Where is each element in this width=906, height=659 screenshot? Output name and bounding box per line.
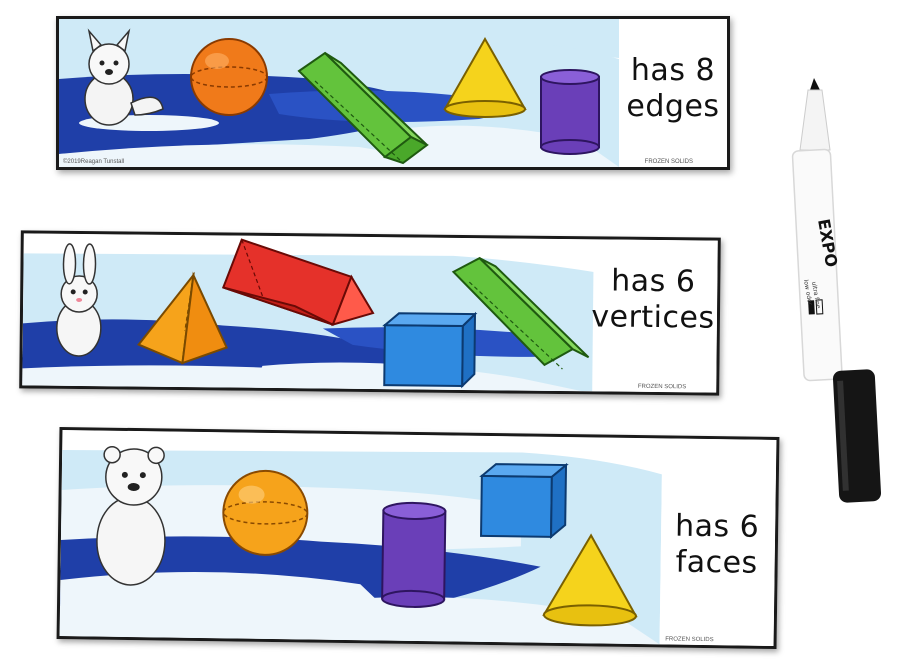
card-1-line2: edges (626, 89, 720, 124)
card-3-line2: faces (675, 544, 758, 581)
card-1-line1: has 8 (630, 53, 716, 88)
card-2-illustration (22, 233, 718, 393)
blue-cube-icon (382, 311, 478, 389)
task-card-3: has 6 faces FROZEN SOLIDS (56, 426, 780, 650)
polar-bear-icon (96, 445, 166, 586)
card-3-label: has 6 faces (660, 508, 773, 582)
purple-cylinder-icon (381, 501, 447, 608)
card-3-illustration (59, 430, 777, 646)
red-triangular-prism-icon (221, 238, 375, 327)
blue-cube-icon (479, 462, 569, 540)
marker-tip-icon (810, 78, 820, 90)
arctic-hare-icon (56, 243, 102, 357)
green-rectangular-prism-icon (297, 51, 429, 165)
arctic-fox-icon (84, 28, 164, 126)
card-1-label: has 8 edges (619, 53, 727, 125)
yellow-cone-icon (542, 533, 638, 627)
marker-text-1: low odor (802, 279, 813, 306)
marker-text-2: ultra fine (810, 281, 822, 309)
task-card-2: has 6 vertices FROZEN SOLIDS (19, 230, 721, 396)
yellow-cone-icon (443, 36, 527, 118)
dry-erase-marker: EXPO low odor ultra fine (790, 70, 890, 514)
card-2-line1: has 6 (611, 263, 696, 300)
card-3-line1: has 6 (674, 508, 760, 545)
purple-cylinder-icon (540, 69, 600, 155)
card-3-series: FROZEN SOLIDS (665, 636, 714, 644)
card-2-series: FROZEN SOLIDS (637, 383, 687, 391)
card-2-line2: vertices (591, 299, 715, 336)
orange-square-pyramid-icon (137, 271, 228, 365)
marker-illustration: EXPO low odor ultra fine (791, 78, 882, 503)
card-1-copyright: ©2019Reagan Tunstall (63, 159, 125, 165)
orange-sphere-icon (190, 38, 268, 116)
orange-sphere-icon (222, 469, 309, 556)
task-card-1: has 8 edges ©2019Reagan Tunstall FROZEN … (56, 16, 730, 170)
card-1-series: FROZEN SOLIDS (644, 159, 693, 165)
card-2-label: has 6 vertices (591, 263, 716, 336)
green-rectangular-prism-icon (451, 256, 590, 370)
card-1-illustration (59, 19, 727, 167)
